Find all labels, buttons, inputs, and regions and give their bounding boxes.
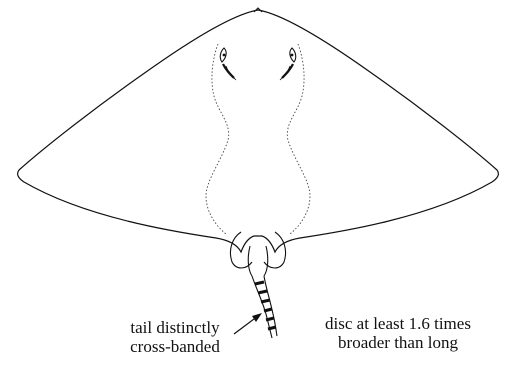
tail-annotation: tail distinctly cross-banded bbox=[110, 318, 240, 356]
tail-bands bbox=[255, 282, 276, 329]
left-eye-icon bbox=[220, 48, 236, 80]
disc-annotation-line-2: broader than long bbox=[298, 333, 498, 352]
body-outline-right bbox=[287, 44, 310, 234]
disc-outline bbox=[18, 10, 499, 252]
tail-annotation-line-2: cross-banded bbox=[110, 337, 240, 356]
disc-annotation: disc at least 1.6 times broader than lon… bbox=[298, 314, 498, 352]
disc-annotation-line-1: disc at least 1.6 times bbox=[298, 314, 498, 333]
right-eye-icon bbox=[280, 48, 296, 80]
body-outline-left bbox=[206, 44, 229, 234]
claspers bbox=[248, 246, 267, 276]
tail-annotation-line-1: tail distinctly bbox=[110, 318, 240, 337]
